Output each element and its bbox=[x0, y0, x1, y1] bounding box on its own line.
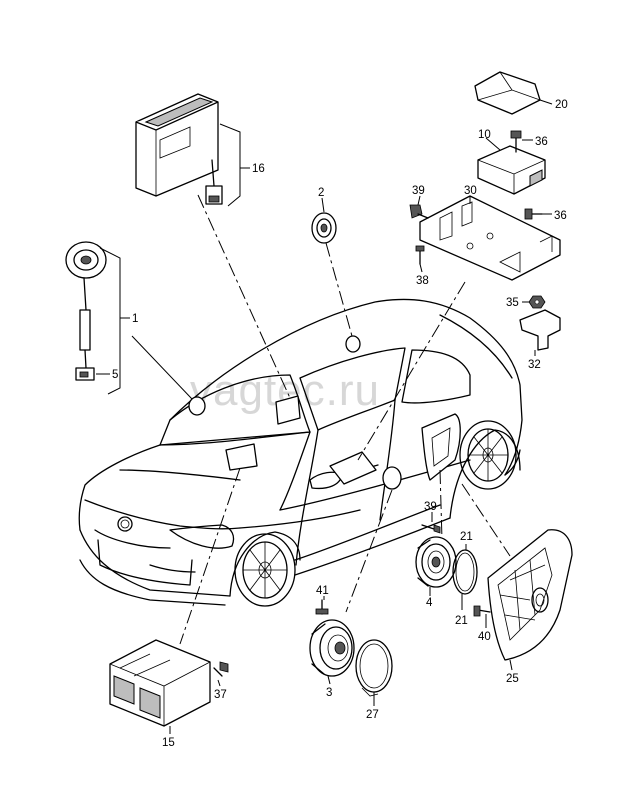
callout-21-upper: 21 bbox=[460, 531, 473, 543]
callout-2: 2 bbox=[318, 187, 324, 199]
part-16-control-unit bbox=[135, 93, 223, 205]
part-4-speaker bbox=[415, 536, 457, 588]
part-20-cover bbox=[474, 71, 541, 115]
screw-37 bbox=[213, 661, 229, 677]
screw-38 bbox=[415, 245, 425, 265]
part-27-ring bbox=[355, 639, 393, 697]
callout-39-upper: 39 bbox=[412, 185, 425, 197]
screw-41 bbox=[315, 599, 329, 615]
callout-40: 40 bbox=[478, 631, 491, 643]
part-21-ring bbox=[452, 549, 478, 595]
callout-30: 30 bbox=[464, 185, 477, 197]
screw-39-lower bbox=[421, 524, 441, 534]
callout-35: 35 bbox=[506, 297, 519, 309]
callout-1: 1 bbox=[132, 313, 138, 325]
callout-3: 3 bbox=[326, 687, 332, 699]
screw-36-right bbox=[524, 208, 543, 220]
part-10-module bbox=[477, 145, 546, 195]
callout-39-lower: 39 bbox=[424, 501, 437, 513]
part-2-tweeter bbox=[311, 212, 337, 244]
screw-40 bbox=[473, 605, 491, 617]
callout-4: 4 bbox=[426, 597, 433, 609]
callout-36-right: 36 bbox=[554, 210, 567, 222]
callout-21-lower: 21 bbox=[455, 615, 468, 627]
callout-25: 25 bbox=[506, 673, 519, 685]
nut-35 bbox=[528, 295, 546, 309]
callout-27: 27 bbox=[366, 709, 379, 721]
part-25-mount-panel bbox=[487, 529, 573, 661]
callout-36-upper: 36 bbox=[535, 136, 548, 148]
part-15-control-module bbox=[109, 639, 211, 727]
callout-leaders bbox=[169, 99, 553, 734]
callout-37: 37 bbox=[214, 689, 227, 701]
part-30-bracket bbox=[419, 195, 561, 281]
group-brackets bbox=[96, 123, 250, 395]
callout-20: 20 bbox=[555, 99, 568, 111]
callout-41: 41 bbox=[316, 585, 329, 597]
screw-36-upper bbox=[510, 130, 522, 153]
callout-38: 38 bbox=[416, 275, 429, 287]
callout-10: 10 bbox=[478, 129, 491, 141]
callout-5: 5 bbox=[112, 369, 118, 381]
callout-16: 16 bbox=[252, 163, 265, 175]
part-1-speaker-cable bbox=[65, 241, 107, 381]
callout-labels: 20 10 36 16 2 39 30 36 38 35 32 1 5 39 2… bbox=[112, 99, 568, 749]
screw-39-upper bbox=[409, 204, 429, 219]
callout-32: 32 bbox=[528, 359, 541, 371]
car-body bbox=[78, 298, 523, 607]
leader-lines bbox=[131, 194, 511, 645]
part-32-bracket bbox=[519, 309, 561, 351]
callout-15: 15 bbox=[162, 737, 175, 749]
part-3-woofer bbox=[309, 619, 355, 677]
